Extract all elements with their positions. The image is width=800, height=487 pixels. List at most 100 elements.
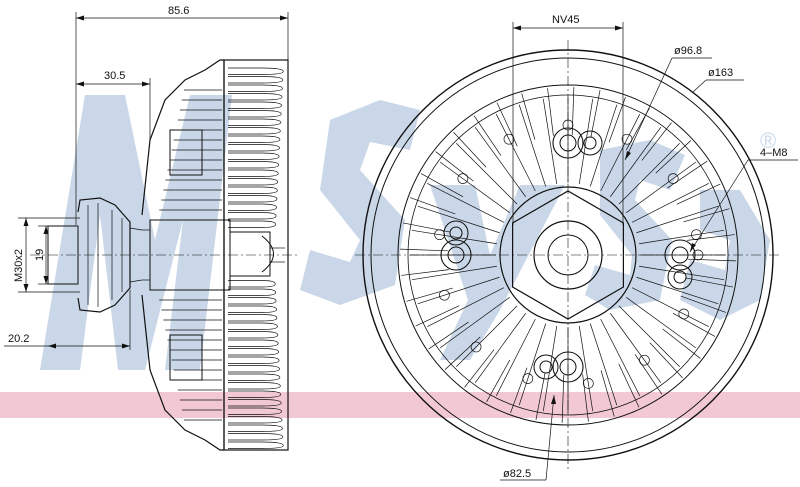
fin (228, 348, 280, 356)
fin-rivet (470, 341, 482, 353)
radial-fin (600, 114, 641, 192)
radial-fin (518, 104, 547, 187)
radial-fin (411, 265, 497, 281)
fin (228, 186, 278, 194)
fin-rivet (582, 378, 594, 389)
radial-fin (439, 161, 510, 213)
fin-tip (420, 173, 464, 198)
fin (228, 331, 279, 339)
fin (228, 322, 278, 330)
fin-tip (600, 370, 615, 417)
fin (228, 203, 277, 211)
fin-tip (655, 140, 692, 174)
registered-mark: ® (760, 128, 776, 153)
fin-tip (428, 321, 469, 350)
radial-fin (589, 323, 618, 406)
fin-tip (521, 93, 536, 140)
fin (228, 161, 280, 169)
fin (228, 195, 278, 203)
stud-hole (583, 136, 597, 150)
fin (228, 178, 279, 186)
hub-ribs (159, 89, 222, 421)
side-view: 85.6 30.5 M30x2 19 (4, 5, 300, 451)
fin-tip (547, 88, 554, 136)
radial-fin (456, 305, 518, 367)
radial-fin (439, 297, 510, 349)
radial-fin (578, 98, 594, 184)
dim-hub-length-label: 20.2 (8, 333, 29, 345)
fin (228, 220, 277, 228)
fin-tip (410, 197, 456, 215)
fin (228, 407, 283, 415)
radial-fin (610, 126, 662, 197)
radial-fin (518, 323, 547, 406)
radial-fin (610, 313, 662, 384)
stud-hole (449, 226, 463, 240)
radial-fin (631, 287, 709, 328)
fin-rivet (667, 173, 679, 184)
dim-bolts-label: 4–M8 (760, 147, 788, 159)
dim-bore-label: 19 (34, 249, 46, 261)
radial-fin (639, 229, 725, 245)
fin (228, 118, 282, 126)
fin-block (223, 59, 289, 451)
dim-bolts: 4–M8 (689, 147, 798, 253)
cooling-fins (228, 67, 284, 449)
fin (228, 382, 281, 390)
fin (228, 297, 277, 305)
dim-outer-diameter: ø163 (692, 67, 744, 93)
fin-tip (618, 363, 640, 408)
fin (228, 152, 280, 160)
radial-fin (542, 326, 558, 412)
fin (228, 373, 281, 381)
dim-nut: NV45 (512, 14, 624, 225)
stud-hole (539, 360, 553, 374)
fin-rivet (678, 308, 690, 320)
fin-tip (473, 115, 502, 156)
radial-fin (417, 205, 500, 234)
dim-pitch-circle: ø82.5 (500, 394, 556, 481)
stud-boss (667, 264, 693, 290)
fin-rivet (457, 173, 469, 184)
fin-tip (486, 359, 511, 403)
radial-fin (427, 182, 505, 223)
fin (228, 365, 280, 373)
fin (228, 135, 281, 143)
fin-tip (415, 305, 460, 327)
dim-hub-length: 20.2 (4, 290, 131, 350)
radial-fin (636, 205, 719, 234)
radial-fin (578, 326, 594, 412)
fin (228, 127, 281, 135)
fin-tip (641, 122, 672, 161)
fin-tip (683, 208, 730, 223)
radial-fin (542, 98, 558, 184)
radial-fin (417, 276, 500, 305)
stud-boss (577, 130, 603, 156)
fin (228, 144, 280, 152)
radial-fin (639, 265, 725, 281)
fin-rivet (522, 373, 534, 384)
radial-fin (495, 318, 536, 396)
fin (228, 84, 283, 92)
fin (228, 101, 283, 109)
threaded-stub (47, 197, 143, 313)
radial-fin (636, 276, 719, 305)
fin-rivet (691, 229, 702, 241)
fin (228, 390, 282, 398)
radial-fin (618, 143, 680, 205)
fin-tip (590, 90, 601, 138)
dim-inner-circle-label: ø96.8 (674, 45, 702, 57)
fin (228, 399, 282, 407)
radial-fins (400, 87, 736, 423)
dim-thread-bore: M30x2 19 (13, 217, 80, 293)
fin (228, 93, 283, 101)
fin (228, 441, 284, 449)
fin-tip (400, 248, 449, 252)
fin-tip (561, 374, 565, 423)
stud-boss (443, 220, 469, 246)
radial-fin (474, 313, 526, 384)
dim-thread-label: M30x2 (13, 249, 25, 282)
radial-fin (411, 229, 497, 245)
fin-tip (464, 349, 495, 388)
